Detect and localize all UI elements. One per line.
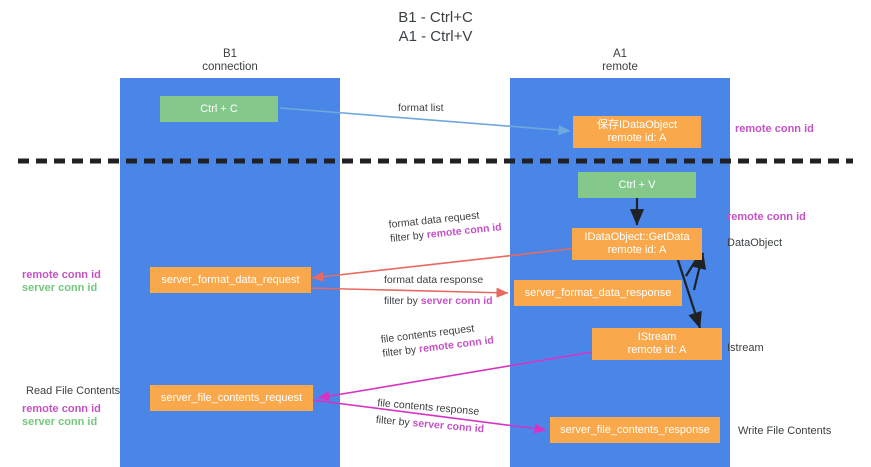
annotation-right-remote-conn-id-mid: remote conn id — [727, 211, 806, 223]
box-ctrl-c[interactable]: Ctrl + C — [160, 96, 278, 122]
box-ctrl-v[interactable]: Ctrl + V — [578, 172, 696, 198]
box-server-format-data-response[interactable]: server_format_data_response — [514, 280, 682, 306]
filter-prefix: filter by — [375, 413, 414, 430]
box-idataobject-getdata[interactable]: IDataObject::GetData remote id: A — [572, 228, 702, 260]
filter-prefix: filter by — [381, 343, 420, 360]
filter-key-server-conn-id: server conn id — [412, 417, 485, 436]
box-server-file-contents-response-label: server_file_contents_response — [560, 423, 710, 436]
lane-header-b1-sub: connection — [202, 61, 258, 73]
box-set-dataobject[interactable]: 保存IDataObject remote id: A — [573, 116, 701, 148]
title-line-2: A1 - Ctrl+V — [398, 28, 473, 45]
annotation-right-remote-conn-id-top: remote conn id — [735, 123, 814, 135]
annotation-left-server-conn-id-mid: server conn id — [22, 282, 98, 294]
diagram-title: B1 - Ctrl+C A1 - Ctrl+V — [0, 8, 871, 46]
edge-label-format-data-request: format data request filter by remote con… — [388, 206, 502, 246]
box-server-file-contents-response[interactable]: server_file_contents_response — [550, 417, 720, 443]
edge-label-format-data-response-filter: filter by server conn id — [384, 294, 493, 308]
box-ctrl-c-label: Ctrl + C — [200, 102, 238, 115]
edge-label-file-contents-request: file contents request filter by remote c… — [380, 319, 495, 360]
annotation-right-write-file-contents: Write File Contents — [738, 425, 832, 437]
lane-header-b1-name: B1 — [222, 48, 238, 60]
box-server-format-data-response-label: server_format_data_response — [524, 286, 672, 299]
box-ctrl-v-label: Ctrl + V — [618, 178, 656, 191]
filter-prefix: filter by — [389, 229, 428, 245]
edge-label-format-list-text: format list — [398, 102, 444, 114]
annotation-left-remote-conn-id-mid: remote conn id — [22, 269, 101, 281]
edge-label-format-data-response: format data response filter by server co… — [384, 273, 493, 308]
box-getdata-line1: IDataObject::GetData — [584, 231, 690, 243]
box-server-file-contents-request[interactable]: server_file_contents_request — [150, 385, 313, 411]
box-server-format-data-request[interactable]: server_format_data_request — [150, 267, 311, 293]
lane-header-a1: A1 remote — [510, 48, 730, 74]
edge-label-file-contents-response: file contents response filter by server … — [375, 396, 486, 436]
box-istream-line1: IStream — [637, 331, 677, 343]
annotation-right-istream: Istream — [727, 342, 764, 354]
edge-label-format-list: format list — [398, 101, 444, 115]
box-istream[interactable]: IStream remote id: A — [592, 328, 722, 360]
filter-prefix: filter by — [384, 295, 421, 307]
box-set-dataobject-line1: 保存IDataObject — [596, 119, 678, 131]
annotation-right-dataobject: DataObject — [727, 237, 783, 249]
box-istream-line2: remote id: A — [627, 344, 687, 356]
annotation-left-read-file-contents: Read File Contents — [26, 385, 121, 397]
edge-label-format-data-response-text: format data response — [384, 274, 484, 286]
annotation-left-server-conn-id-bottom: server conn id — [22, 416, 98, 428]
lane-header-b1: B1 connection — [120, 48, 340, 74]
filter-key-server-conn-id: server conn id — [420, 295, 493, 307]
box-server-format-data-request-label: server_format_data_request — [161, 273, 300, 286]
annotation-left-remote-conn-id-bottom: remote conn id — [22, 403, 101, 415]
title-line-1: B1 - Ctrl+C — [398, 9, 473, 26]
lane-header-a1-name: A1 — [612, 48, 628, 60]
box-set-dataobject-line2: remote id: A — [607, 132, 667, 144]
box-getdata-line2: remote id: A — [607, 244, 667, 256]
lane-header-a1-sub: remote — [602, 61, 638, 73]
box-server-file-contents-request-label: server_file_contents_request — [160, 391, 303, 404]
